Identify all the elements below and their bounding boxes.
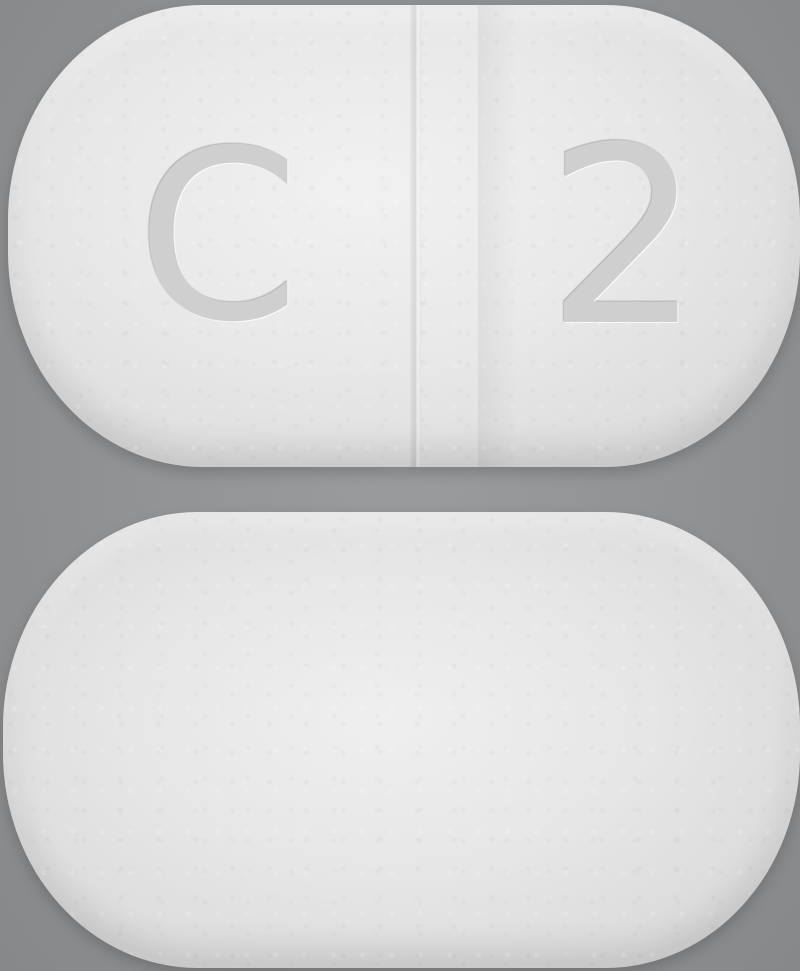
- tablet-surface-texture: [3, 512, 800, 968]
- tablet-score-shading: [478, 5, 518, 467]
- tablet-score-line: [410, 5, 422, 467]
- tablet-back-face: [3, 512, 800, 968]
- tablet-front-face: C 2: [8, 5, 800, 467]
- imprint-right: 2: [546, 95, 702, 380]
- imprint-left: C: [136, 101, 301, 374]
